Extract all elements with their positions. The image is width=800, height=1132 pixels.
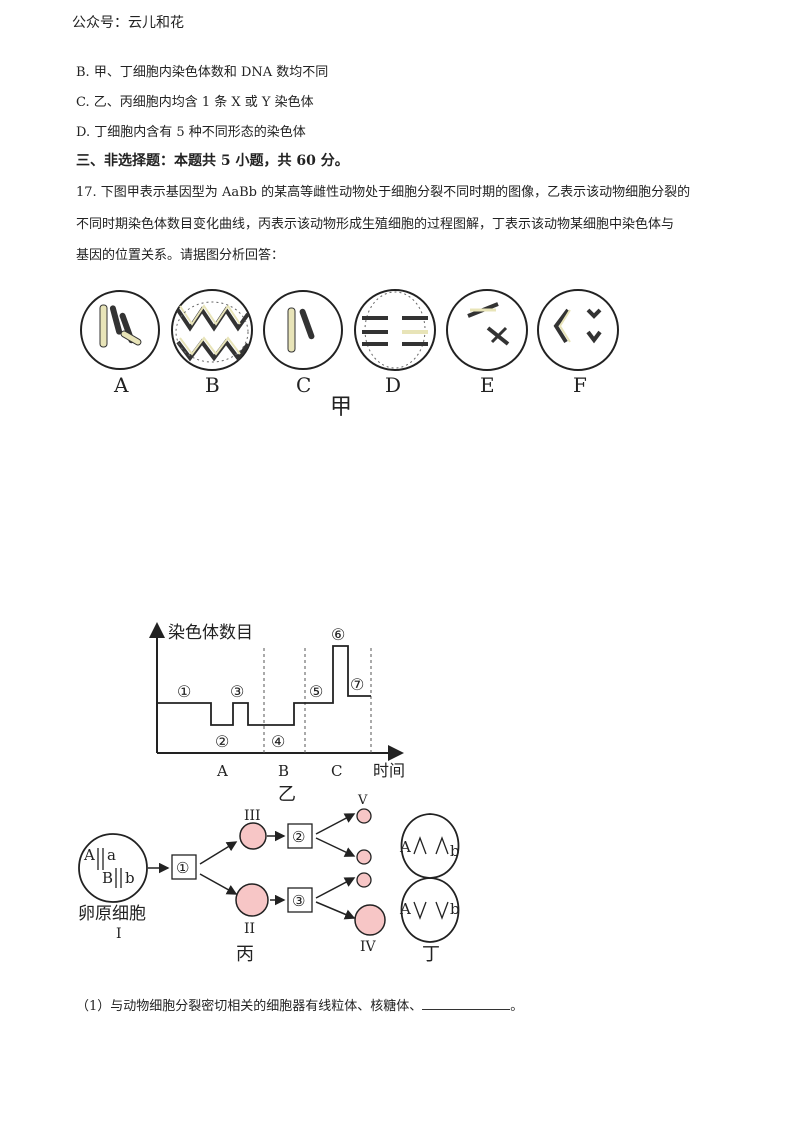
page-header-source: 公众号：云儿和花 [72,15,184,31]
option-d: D. 丁细胞内含有 5 种不同形态的染色体 [76,125,306,140]
option-c: C. 乙、丙细胞内均含 1 条 X 或 Y 染色体 [76,95,314,110]
figure-yi-caption: 乙 [278,784,296,805]
sub-question-1-end: 。 [510,999,524,1014]
oogonium-name: 卵原细胞 [78,904,146,924]
figure-yi: 染色体数目 ① ② ③ ④ ⑤ ⑥ ⑦ A B C 时间 乙 [149,622,405,805]
ding-gene-1: A [399,838,411,856]
numeral-iv: IV [360,939,377,955]
numeral-v: V [357,793,368,808]
sub-question-1-text: （1）与动物细胞分裂密切相关的细胞器有线粒体、核糖体、 [76,999,423,1014]
cell-label-b: B [205,373,220,397]
section-title: 三、非选择题：本题共 5 小题，共 60 分。 [76,153,349,169]
egg-cell-iv [354,904,386,936]
cell-label-d: D [385,373,401,397]
yi-seg-4: ④ [271,732,285,751]
figure-jia: A B C D E F 甲 [80,289,619,420]
cell-b [171,289,253,371]
yi-xlabel: 时间 [373,761,405,780]
yi-ylabel: 染色体数目 [168,623,253,643]
polar-body-1 [356,808,372,824]
question-line-1: 17. 下图甲表示基因型为 AaBb 的某高等雌性动物处于细胞分裂不同时期的图像… [76,185,691,200]
figure-jia-caption: 甲 [330,395,352,420]
process-3: ③ [292,892,305,910]
ding-gene-3: A [399,900,411,918]
cell-a [80,290,160,370]
gene-b-lower: b [125,869,135,887]
polar-body-3 [356,872,372,888]
cell-label-e: E [480,373,495,397]
polar-body-2 [356,849,372,865]
cell-iii [239,822,267,850]
cell-f [537,289,619,371]
numeral-ii: II [244,921,255,937]
process-2: ② [292,828,305,846]
figure-bing-caption: 丙 [236,944,254,965]
yi-seg-1: ① [177,682,191,701]
cell-label-a: A [113,373,129,397]
cell-d [354,289,436,371]
cell-c [263,290,343,370]
yi-stage-c: C [331,762,342,780]
numeral-i: I [116,926,122,942]
yi-seg-7: ⑦ [350,675,364,694]
yi-seg-2: ② [215,732,229,751]
figure-ding-caption: 丁 [422,944,440,965]
cell-label-f: F [573,373,587,397]
question-line-2: 不同时期染色体数目变化曲线，丙表示该动物形成生殖细胞的过程图解，丁表示该动物某细… [76,217,675,232]
ding-gene-2: b [450,842,460,860]
figure-bing-ding: A a B b 卵原细胞 I ① III II 丙 ② ③ V IV A b A [78,793,460,965]
yi-curve [157,645,371,726]
gene-a-lower: a [107,846,116,864]
cell-label-c: C [296,373,311,397]
cell-e [446,289,528,371]
oogonium-cell: A a B b [78,833,148,903]
yi-seg-5: ⑤ [309,682,323,701]
sub-question-1: （1）与动物细胞分裂密切相关的细胞器有线粒体、核糖体、 。 [76,997,523,1016]
yi-stage-b: B [278,762,289,780]
ding-gene-4: b [450,900,460,918]
yi-stage-a: A [216,762,228,780]
question-line-3: 基因的位置关系。请据图分析回答： [76,248,285,263]
gene-a-upper: A [83,846,95,864]
answer-blank[interactable] [422,997,511,1010]
numeral-iii: III [244,808,261,824]
gene-b-upper: B [102,869,113,887]
figure-ding-cell: A b A b [399,813,460,943]
cell-ii [235,883,269,917]
process-1: ① [176,859,189,877]
yi-seg-6: ⑥ [331,625,345,644]
yi-seg-3: ③ [230,682,244,701]
option-b: B. 甲、丁细胞内染色体数和 DNA 数均不同 [76,65,329,80]
